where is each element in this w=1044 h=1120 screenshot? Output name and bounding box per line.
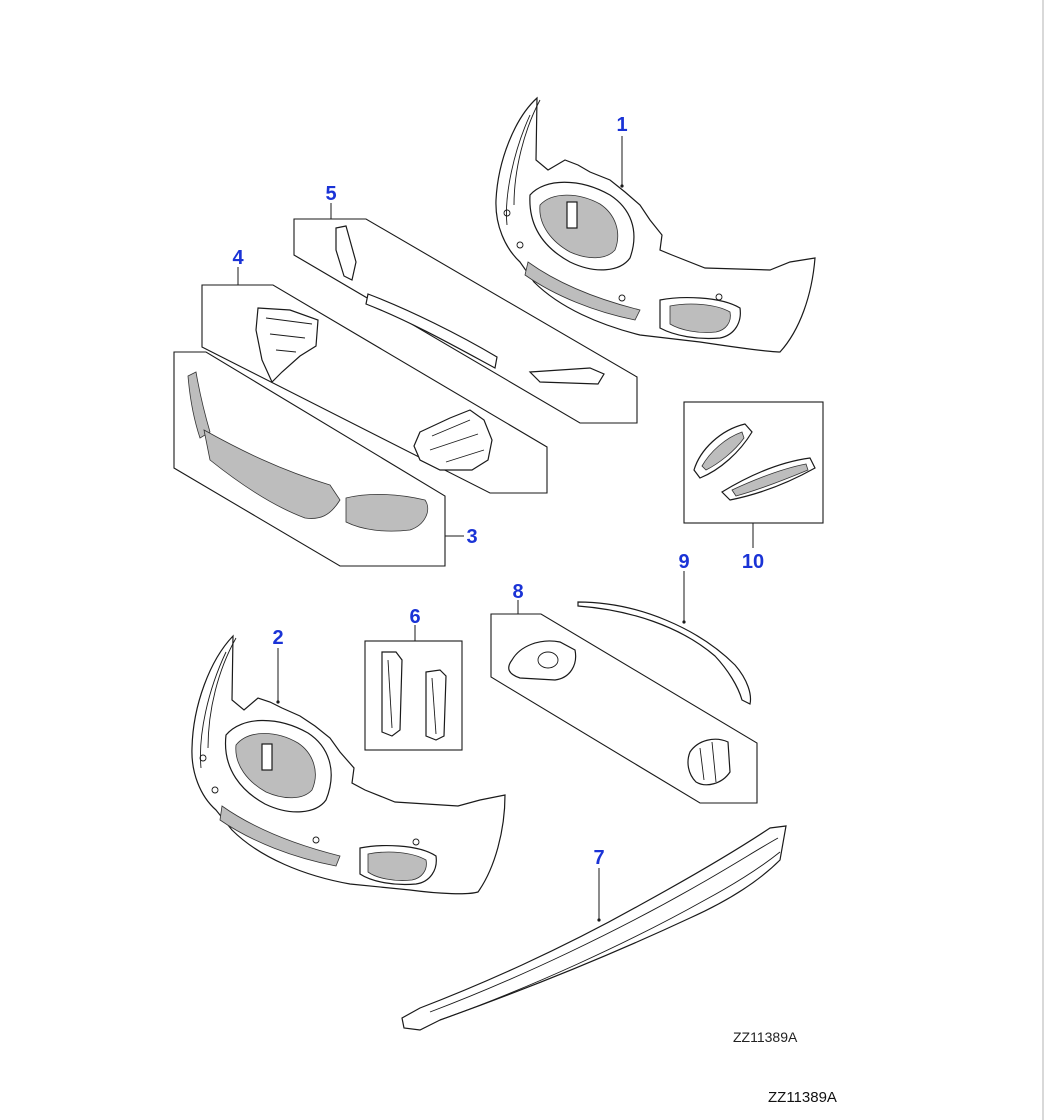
page-reference: ZZ11389A (768, 1089, 837, 1106)
drawing-reference: ZZ11389A (733, 1029, 798, 1045)
leader-lines (237, 136, 754, 922)
group-box-10 (683, 401, 824, 524)
callout-2[interactable]: 2 (272, 627, 283, 649)
callout-6[interactable]: 6 (409, 606, 420, 628)
callout-3[interactable]: 3 (466, 526, 477, 548)
spoiler-strip (577, 601, 752, 705)
callout-labels: 1 2 3 4 5 6 7 8 9 10 (232, 114, 764, 869)
group-box-8 (490, 613, 758, 804)
page-edge-divider (1042, 0, 1044, 1120)
callout-9[interactable]: 9 (678, 551, 689, 573)
group-box-5 (293, 218, 638, 424)
group-box-6 (364, 640, 463, 751)
group-box-3 (173, 351, 446, 567)
callout-1[interactable]: 1 (616, 114, 627, 136)
callout-4[interactable]: 4 (232, 247, 244, 269)
front-bumper-lower (191, 634, 506, 895)
callout-7[interactable]: 7 (593, 847, 604, 869)
callout-5[interactable]: 5 (325, 183, 336, 205)
side-sill-panel (401, 825, 787, 1031)
callout-10[interactable]: 10 (742, 551, 764, 573)
group-box-4 (201, 284, 548, 494)
front-bumper-upper (495, 96, 816, 353)
callout-8[interactable]: 8 (512, 581, 523, 603)
